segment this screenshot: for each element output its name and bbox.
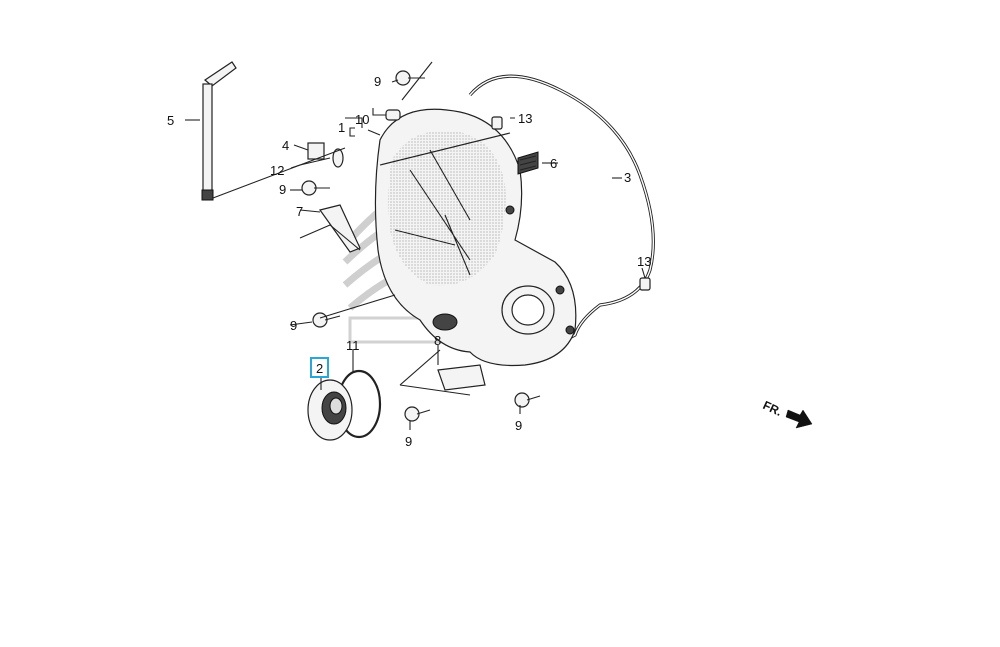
callout-5[interactable]: 5 xyxy=(167,113,174,128)
callout-8[interactable]: 8 xyxy=(434,333,441,348)
callout-9-upper-left[interactable]: 9 xyxy=(279,182,286,197)
leader-lines xyxy=(185,61,646,430)
front-direction-indicator: FR. xyxy=(761,398,813,429)
fitting-part xyxy=(307,142,344,168)
gasket-part xyxy=(468,74,655,343)
callout-7[interactable]: 7 xyxy=(296,204,303,219)
callout-13-upper[interactable]: 13 xyxy=(518,111,532,126)
callout-11[interactable]: 11 xyxy=(346,338,360,353)
callout-10[interactable]: 10 xyxy=(355,112,369,127)
callout-13-right[interactable]: 13 xyxy=(637,254,651,269)
callout-2-highlight-box xyxy=(310,357,329,378)
callout-9-left[interactable]: 9 xyxy=(290,318,297,333)
callout-2[interactable]: 2 xyxy=(316,361,323,376)
direction-label: FR. xyxy=(761,398,784,419)
callout-6[interactable]: 6 xyxy=(550,156,557,171)
arrow-right-icon xyxy=(785,409,813,429)
callout-9-top[interactable]: 9 xyxy=(374,74,381,89)
callout-4[interactable]: 4 xyxy=(282,138,289,153)
callout-9-bottom[interactable]: 9 xyxy=(405,434,412,449)
callout-12[interactable]: 12 xyxy=(270,163,284,178)
callout-labels: 1 2 3 4 5 6 7 8 9 9 9 9 9 10 11 12 13 13 xyxy=(167,74,651,449)
callout-1[interactable]: 1 xyxy=(338,120,345,135)
callout-9-bottom-right[interactable]: 9 xyxy=(515,418,522,433)
bolt-parts xyxy=(301,70,541,422)
cap-part xyxy=(307,379,353,441)
bracket-part xyxy=(318,204,486,391)
callout-3[interactable]: 3 xyxy=(624,170,631,185)
spring-part xyxy=(517,151,539,175)
clutch-cover-part xyxy=(374,108,577,367)
shift-shaft-part xyxy=(201,61,237,201)
